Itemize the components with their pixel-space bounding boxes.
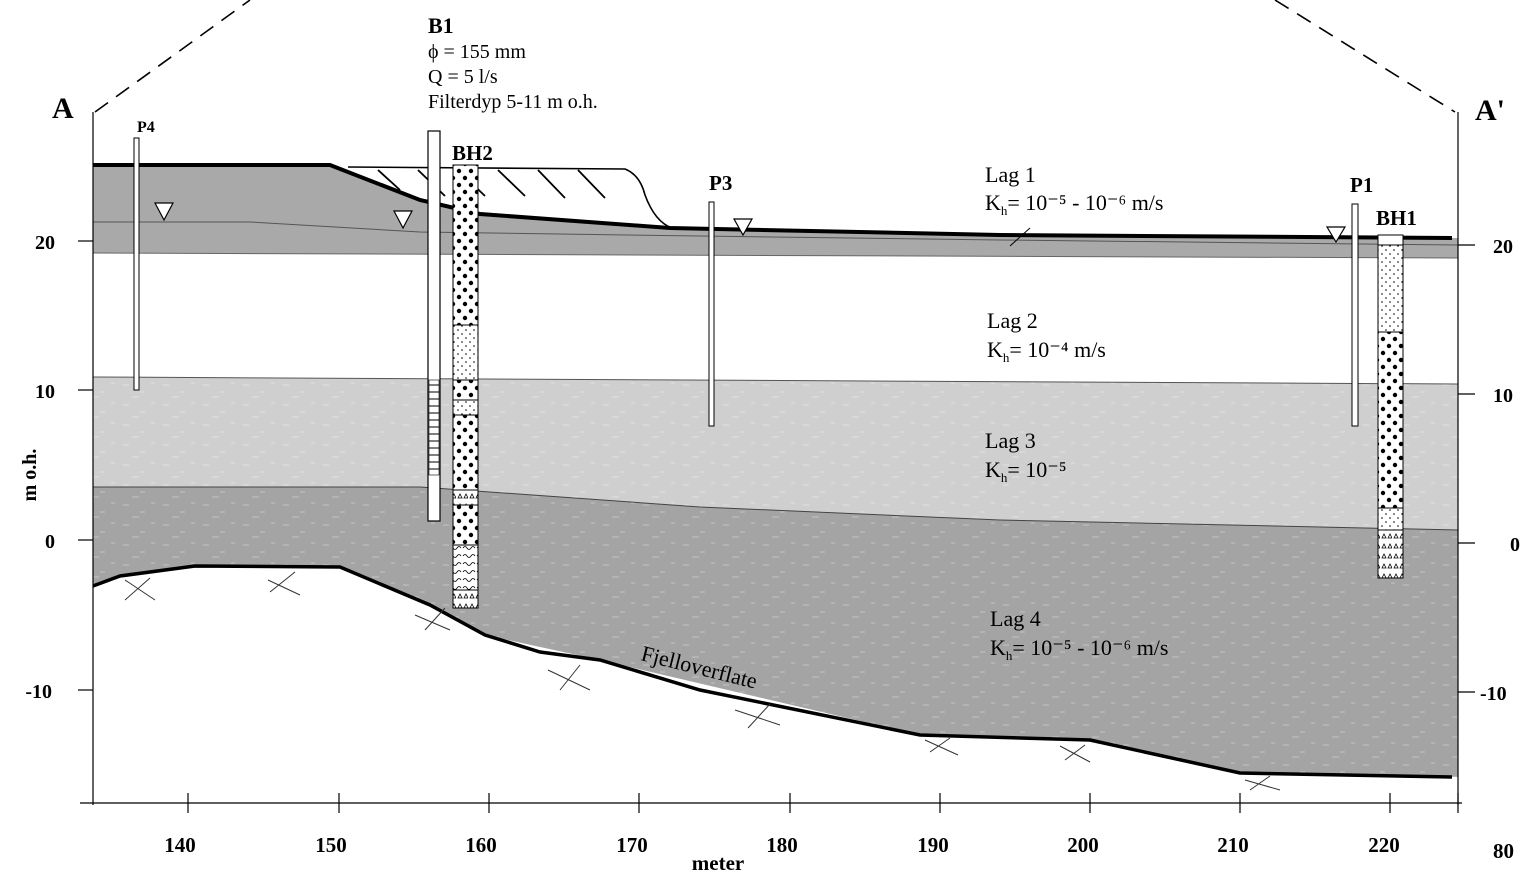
water-level-markers (154, 202, 1347, 244)
y-tick-label: -10 (1480, 683, 1507, 705)
section-end-label: A' (1475, 94, 1505, 127)
y-tick-label: -10 (25, 681, 52, 703)
layer-2-name: Lag 2 (987, 308, 1038, 333)
embankment-outline (347, 166, 673, 229)
layer-3-k: Kh= 10⁻⁵ (985, 457, 1067, 485)
layer-1-name: Lag 1 (985, 162, 1036, 187)
piezometer-p4 (133, 137, 140, 391)
borehole-log-bh2 (452, 164, 479, 609)
x-tick-label: 150 (315, 833, 347, 857)
y-tick-label: 10 (35, 381, 55, 403)
water-table-line (93, 221, 1459, 246)
well-b1-filter: Filterdyp 5-11 m o.h. (428, 91, 598, 113)
x-tick-label: 170 (616, 833, 648, 857)
projection-line-left (94, 0, 251, 113)
piezometer-p3 (708, 201, 715, 427)
layer-1-k: Kh= 10⁻⁵ - 10⁻⁶ m/s (985, 190, 1163, 218)
layer-4-k: Kh= 10⁻⁵ - 10⁻⁶ m/s (990, 635, 1168, 663)
borehole-bh2-label: BH2 (452, 141, 493, 165)
bedrock-crosses (124, 571, 1281, 791)
layer-1-fill (93, 165, 1458, 258)
left-y-tick-labels: 20 10 0 -10 (25, 232, 55, 703)
corner-label: 80 (1493, 839, 1514, 863)
y-tick-label: 0 (45, 531, 55, 553)
well-b1-rate: Q = 5 l/s (428, 66, 498, 88)
bedrock-surface-line (92, 564, 1453, 779)
x-tick-marks (187, 793, 1459, 813)
piezometer-p1 (1351, 203, 1359, 427)
well-b1-diameter: ϕ = 155 mm (428, 41, 526, 63)
right-y-tick-marks (1458, 244, 1475, 693)
x-tick-label: 210 (1217, 833, 1249, 857)
layer-2-k: Kh= 10⁻⁴ m/s (987, 337, 1106, 365)
layer-3-top-line (92, 376, 1459, 385)
x-tick-label: 190 (917, 833, 949, 857)
piezometer-p1-label: P1 (1350, 173, 1373, 197)
y-tick-label: 20 (1493, 236, 1513, 258)
layer-1-leader-line (1009, 227, 1031, 247)
embankment-hatching (377, 169, 606, 199)
layer-3-name: Lag 3 (985, 428, 1036, 453)
y-tick-label: 20 (35, 232, 55, 254)
layer-1-bottom-line (92, 252, 1459, 259)
x-axis-label: meter (692, 851, 744, 873)
y-axis-label: m o.h. (19, 449, 41, 502)
layer-4-name: Lag 4 (990, 606, 1041, 631)
piezometer-p4-label: P4 (137, 119, 155, 136)
x-tick-label: 200 (1067, 833, 1099, 857)
piezometer-p3-label: P3 (709, 171, 732, 195)
projection-line-right (1274, 0, 1456, 113)
x-tick-labels: 140 150 160 170 180 190 200 210 220 (164, 833, 1400, 857)
borehole-bh1-label: BH1 (1376, 206, 1417, 230)
x-tick-label: 140 (164, 833, 196, 857)
right-y-tick-labels: 20 10 0 -10 (1480, 236, 1520, 705)
x-tick-label: 180 (766, 833, 798, 857)
y-tick-label: 0 (1510, 534, 1520, 556)
layer-4-top-line (93, 486, 1459, 531)
borehole-log-bh1 (1377, 234, 1404, 579)
ground-surface-line (93, 163, 1453, 240)
well-b1-label: B1 (428, 13, 454, 38)
left-y-tick-marks (78, 240, 93, 691)
x-tick-label: 160 (465, 833, 497, 857)
y-tick-label: 10 (1493, 385, 1513, 407)
section-start-label: A (52, 92, 74, 125)
x-tick-label: 220 (1368, 833, 1400, 857)
well-b1 (427, 130, 441, 522)
